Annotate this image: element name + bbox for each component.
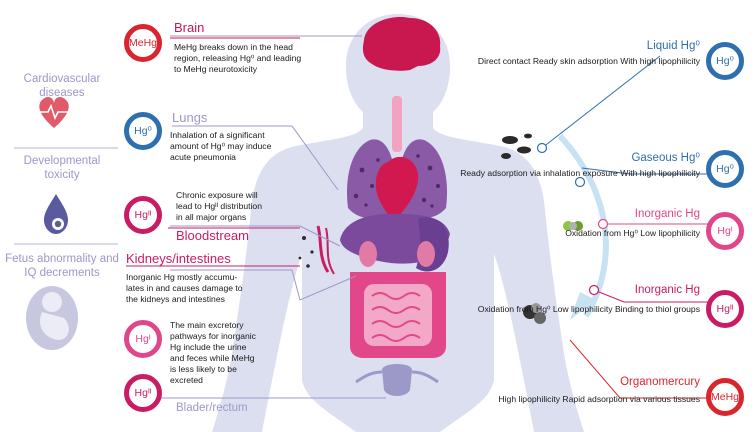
small-intestine	[364, 284, 432, 346]
left-connectors	[160, 35, 386, 399]
inorganic-hg1-title: Inorganic Hg	[634, 208, 700, 220]
uterine-tubes	[355, 370, 439, 384]
cardiovascular-label: Cardiovascular diseases	[23, 73, 101, 99]
bloodstream-title: Bloodstream	[176, 228, 249, 243]
trachea	[392, 96, 402, 152]
excretion-desc: The main excretory pathways for inorgani…	[170, 320, 256, 385]
organomercury-molecule-icon	[523, 303, 546, 324]
arc-arrowhead	[570, 292, 596, 320]
intestine-coils	[371, 292, 421, 342]
right-kidney	[417, 241, 435, 267]
lungs-title: Lungs	[172, 110, 208, 125]
bloodstream-badge: Hgᴵᴵ	[124, 196, 162, 234]
blood-vessel	[316, 225, 330, 273]
organomercury-title: Organomercury	[620, 376, 700, 388]
excretion-badge: Hgᴵ	[124, 320, 162, 358]
brain-shape	[362, 16, 441, 71]
right-lung	[400, 139, 448, 219]
bladder-title: Blader/rectum	[176, 402, 248, 414]
water-drop-icon	[44, 194, 68, 234]
fetus-icon	[26, 286, 78, 350]
inorganic-hg1-desc: Oxidation from Hg⁰ Low lipophilicity	[565, 228, 700, 238]
bloodstream-desc: Chronic exposure will lead to Hgᴵᴵ distr…	[176, 190, 262, 222]
heart-icon	[39, 97, 69, 128]
bladder-shape	[382, 364, 412, 396]
brain-desc: MeHg breaks down in the head region, rel…	[174, 42, 302, 74]
lungs-desc: Inhalation of a significant amount of Hg…	[170, 130, 272, 162]
inorganic-hg2-desc: Oxidation from Hg⁰ Low lipophilicity Bin…	[477, 304, 700, 314]
organomercury-desc: High lipophilicity Rapid adsorption via …	[498, 394, 700, 404]
brain-badge: MeHg	[124, 24, 162, 62]
blood-vessel-2	[325, 227, 335, 275]
inorganic-hg1-badge: Hgᴵ	[706, 212, 744, 250]
kidneys-title: Kidneys/intestines	[126, 251, 231, 266]
developmental-label: Developmental toxicity	[23, 155, 101, 181]
gaseous-hg-desc: Ready adsorption via inhalation exposure…	[460, 168, 700, 178]
inorganic-hg2-badge: Hgᴵᴵ	[706, 290, 744, 328]
inorganic-hg2-title: Inorganic Hg	[634, 284, 700, 296]
liquid-hg-badge: Hg⁰	[706, 42, 744, 80]
lung-spots	[353, 154, 440, 208]
inorganic-molecule-icon	[563, 221, 583, 231]
brain-title: Brain	[174, 20, 205, 35]
blood-particles	[298, 236, 314, 268]
gaseous-hg-badge: Hg⁰	[706, 150, 744, 188]
organomercury-badge: MeHg	[706, 378, 744, 416]
liquid-hg-title: Liquid Hg⁰	[646, 40, 700, 52]
liquid-hg-desc: Direct contact Ready skin adsorption Wit…	[477, 56, 700, 66]
fetus-label: Fetus abnormality and IQ decrements	[5, 253, 119, 279]
left-kidney	[359, 241, 377, 267]
arc-nodes	[536, 142, 609, 296]
gaseous-hg-title: Gaseous Hg⁰	[631, 152, 700, 164]
bladder-badge: Hgᴵᴵ	[124, 374, 162, 412]
kidneys-desc: Inorganic Hg mostly accumu- lates in and…	[126, 272, 243, 304]
heart-shape	[375, 156, 419, 222]
lungs-badge: Hg⁰	[124, 112, 162, 150]
mercury-droplets-icon	[501, 133, 532, 159]
